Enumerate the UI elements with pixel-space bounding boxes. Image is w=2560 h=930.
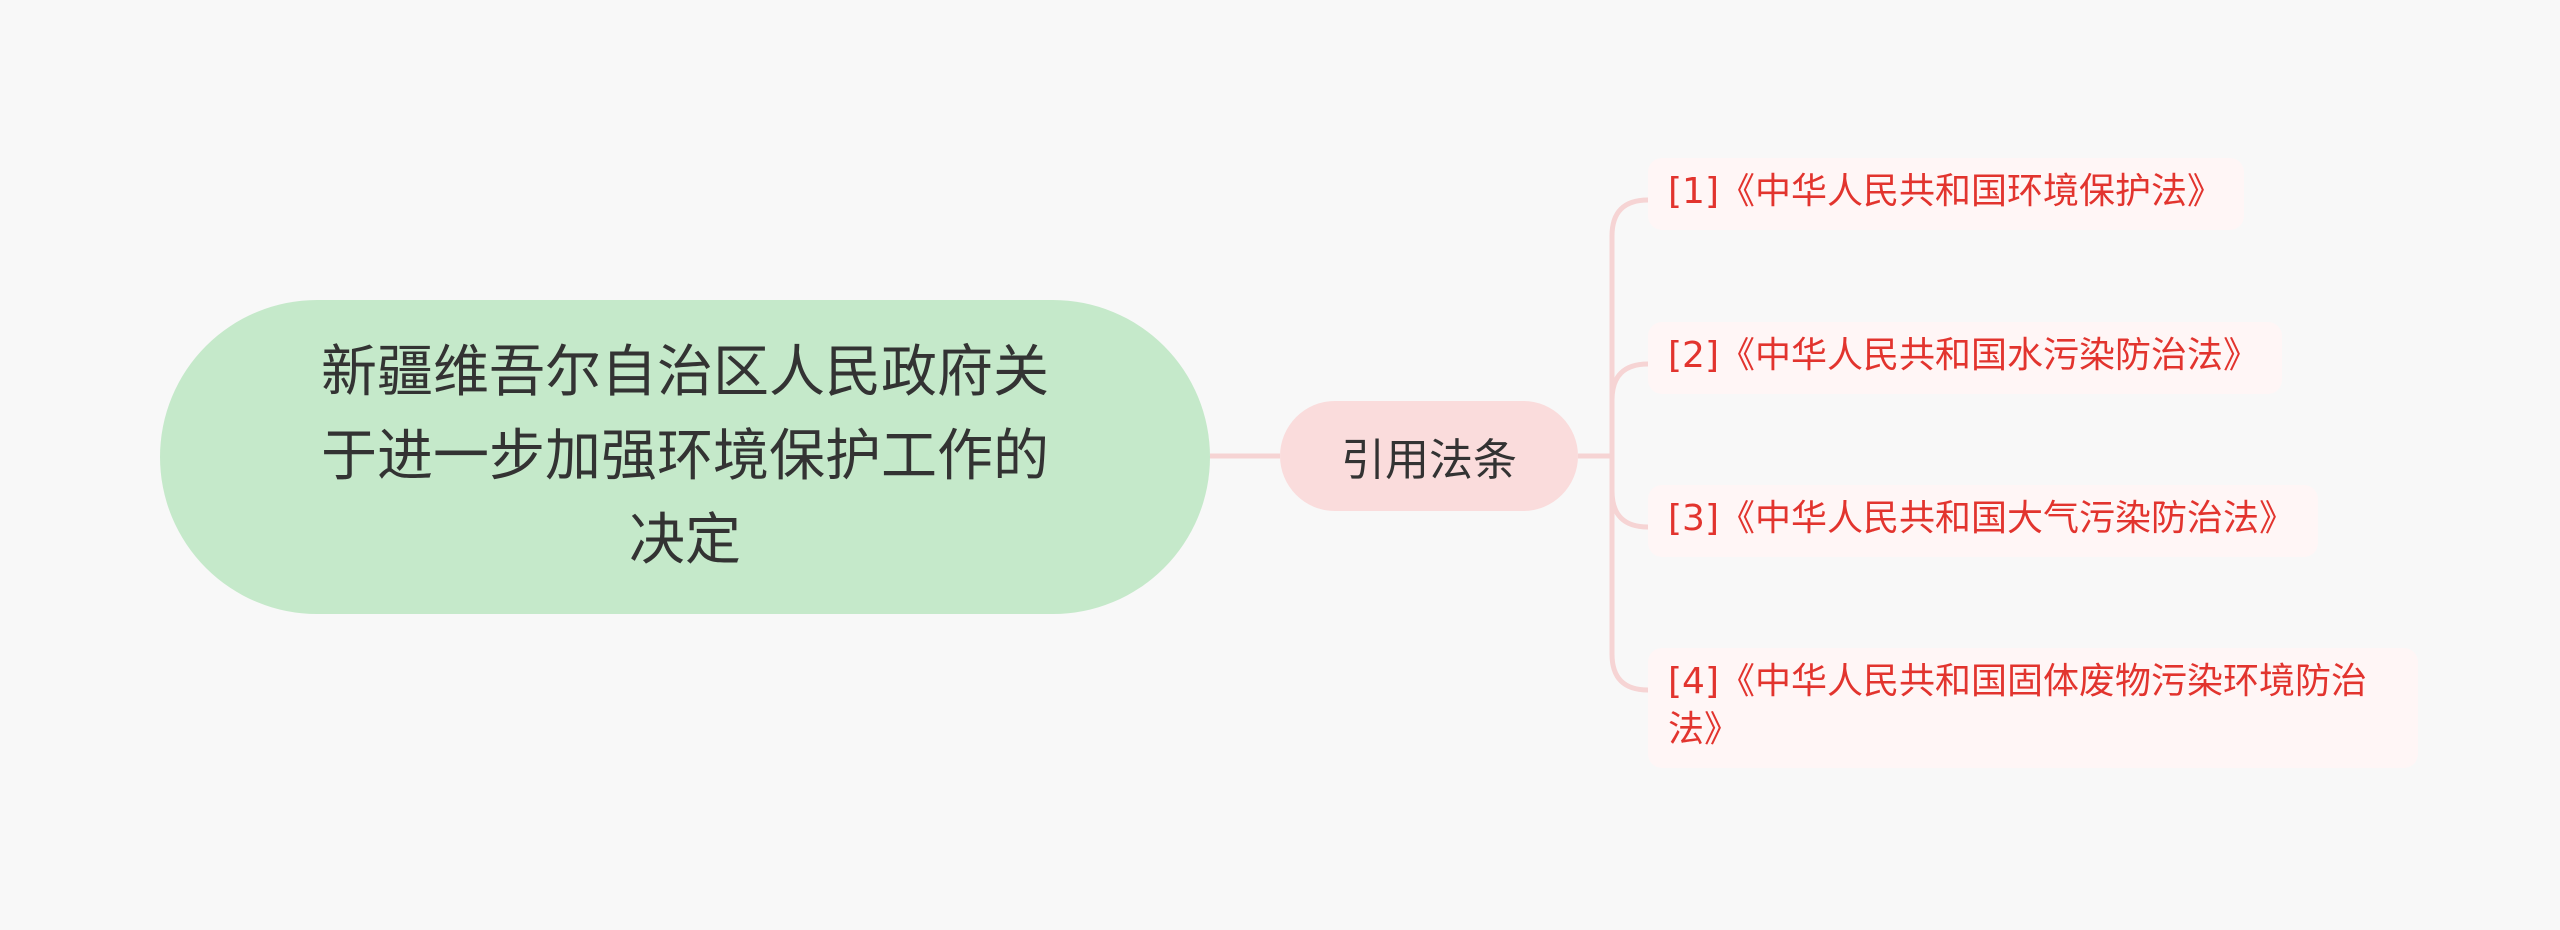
root-topic-label: 新疆维吾尔自治区人民政府关于进一步加强环境保护工作的决定 [321,340,1049,573]
leaf-topic-label: [1]《中华人民共和国环境保护法》 [1668,171,2223,212]
root-topic-node[interactable]: 新疆维吾尔自治区人民政府关于进一步加强环境保护工作的决定 [160,300,1210,614]
leaf-topic-4[interactable]: [4]《中华人民共和国固体废物污染环境防治法》 [1648,648,2418,768]
connector-leaf-4 [1609,456,1649,693]
leaf-topic-label: [4]《中华人民共和国固体废物污染环境防治法》 [1668,661,2367,750]
leaf-topic-2[interactable]: [2]《中华人民共和国水污染防治法》 [1648,322,2282,394]
branch-topic-label: 引用法条 [1341,435,1517,486]
connector-leaf-2 [1609,361,1649,456]
connector-leaf-3 [1609,456,1649,530]
connector-leaf-1 [1609,197,1649,456]
branch-topic-node[interactable]: 引用法条 [1280,401,1578,511]
leaf-topic-3[interactable]: [3]《中华人民共和国大气污染防治法》 [1648,485,2318,557]
leaf-topic-label: [3]《中华人民共和国大气污染防治法》 [1668,498,2295,539]
leaf-topic-1[interactable]: [1]《中华人民共和国环境保护法》 [1648,158,2244,230]
leaf-topic-label: [2]《中华人民共和国水污染防治法》 [1668,335,2259,376]
